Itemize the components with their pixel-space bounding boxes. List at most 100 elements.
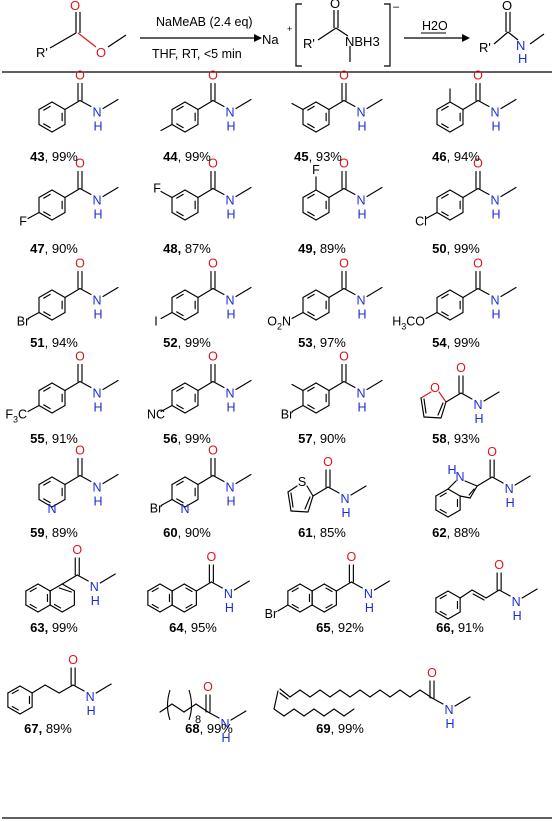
- amide-h-label: H: [513, 609, 522, 623]
- thiophene-s-label: S: [298, 475, 306, 489]
- product-structure: [493, 12, 545, 45]
- carbonyl-o-label: O: [347, 550, 357, 564]
- pyridine-n-label: N: [47, 502, 56, 516]
- amide-n-label: N: [444, 703, 453, 717]
- quench-label: H2O: [422, 19, 448, 33]
- amide-h-label: H: [226, 120, 235, 134]
- indole-n-label: N: [455, 470, 464, 484]
- amide-n-label: N: [364, 587, 373, 601]
- furan-o-label: O: [430, 381, 440, 395]
- structure-69: ONH: [273, 666, 471, 731]
- para-substituent-label: Cl: [415, 215, 427, 229]
- carbonyl-o-label: O: [75, 444, 85, 458]
- amide-h-label: H: [93, 401, 102, 415]
- amide-n-label: N: [92, 106, 101, 120]
- amide-h-label: H: [357, 401, 366, 415]
- carbonyl-o-label: O: [339, 157, 349, 171]
- amide-n-label: N: [86, 690, 95, 704]
- compound-caption-50: 50, 99%: [432, 241, 480, 256]
- compound-caption-68: 68, 99%: [185, 721, 233, 736]
- amide-n-label: N: [225, 387, 234, 401]
- structure-63: ONH: [25, 543, 116, 613]
- compound-caption-53: 53, 97%: [298, 335, 346, 350]
- chain-count-label: 8: [195, 714, 201, 726]
- amide-h-label: H: [506, 496, 515, 510]
- amide-h-label: H: [93, 120, 102, 134]
- compound-caption-56: 56, 99%: [163, 431, 211, 446]
- meta-substituent-label: F: [153, 182, 161, 196]
- carbonyl-o-label: O: [208, 157, 218, 171]
- ester-o: O: [96, 45, 106, 60]
- reaction-header: O O R' NaMeAB (2.4 eq) THF, RT, <5 min N…: [36, 0, 545, 67]
- amide-h-label: H: [357, 120, 366, 134]
- amide-n-label: N: [512, 595, 521, 609]
- amide-n-label: N: [356, 106, 365, 120]
- amide-h-label: H: [474, 412, 483, 426]
- product-o: O: [502, 0, 512, 13]
- carbonyl-o-label: O: [473, 257, 483, 271]
- amide-h-label: H: [445, 717, 454, 731]
- amide-h-label: H: [491, 120, 500, 134]
- amide-n-label: N: [356, 294, 365, 308]
- ester-carbonyl-o: O: [70, 0, 80, 13]
- carbonyl-o-label: O: [473, 69, 483, 83]
- compound-caption-63: 63, 99%: [30, 620, 78, 635]
- compound-caption-54: 54, 99%: [432, 335, 480, 350]
- amide-n-label: N: [92, 194, 101, 208]
- amide-n-label: N: [225, 194, 234, 208]
- structure-66: ONH: [435, 558, 538, 623]
- carbonyl-o-label: O: [339, 69, 349, 83]
- para-substituent-label: H3CO: [392, 315, 425, 332]
- product-n: N: [516, 38, 525, 53]
- product-h: H: [518, 51, 527, 66]
- amide-n-label: N: [340, 492, 349, 506]
- compound-caption-45: 45, 93%: [294, 149, 342, 164]
- cation-charge: +: [287, 24, 292, 34]
- para-substituent-label: NC: [147, 408, 165, 422]
- amide-n-label: N: [473, 398, 482, 412]
- intermediate-o: O: [330, 0, 340, 11]
- amide-h-label: H: [93, 208, 102, 222]
- compound-caption-49: 49, 89%: [298, 241, 346, 256]
- compound-caption-57: 57, 90%: [298, 431, 346, 446]
- amide-h-label: H: [93, 308, 102, 322]
- amide-n-label: N: [92, 387, 101, 401]
- compound-caption-60: 60, 90%: [163, 525, 211, 540]
- amide-n-label: N: [356, 194, 365, 208]
- compound-caption-55: 55, 91%: [30, 431, 78, 446]
- compound-caption-65: 65, 92%: [316, 620, 364, 635]
- para-substituent-label: F3C: [5, 408, 27, 425]
- amide-h-label: H: [91, 594, 100, 608]
- carbonyl-o-label: O: [339, 350, 349, 364]
- conditions-label: THF, RT, <5 min: [152, 47, 242, 61]
- amide-h-label: H: [221, 731, 230, 745]
- amide-n-label: N: [490, 194, 499, 208]
- amide-n-label: N: [220, 717, 229, 731]
- para-substituent-label: Br: [150, 502, 163, 516]
- amide-h-label: H: [357, 208, 366, 222]
- compound-caption-67: 67, 89%: [24, 721, 72, 736]
- carbonyl-o-label: O: [208, 69, 218, 83]
- carbonyl-o-label: O: [203, 680, 213, 694]
- amide-h-label: H: [226, 308, 235, 322]
- carbonyl-o-label: O: [339, 257, 349, 271]
- carbonyl-o-label: O: [75, 157, 85, 171]
- ortho-substituent-label: F: [312, 163, 320, 177]
- amide-h-label: H: [226, 208, 235, 222]
- carbonyl-o-label: O: [207, 550, 217, 564]
- compound-caption-46: 46, 94%: [432, 149, 480, 164]
- amide-n-label: N: [92, 294, 101, 308]
- compound-caption-48: 48, 87%: [163, 241, 211, 256]
- reagent-label: NaMeAB (2.4 eq): [156, 15, 253, 29]
- structure-43: ONH: [38, 69, 119, 134]
- amide-n-label: N: [505, 482, 514, 496]
